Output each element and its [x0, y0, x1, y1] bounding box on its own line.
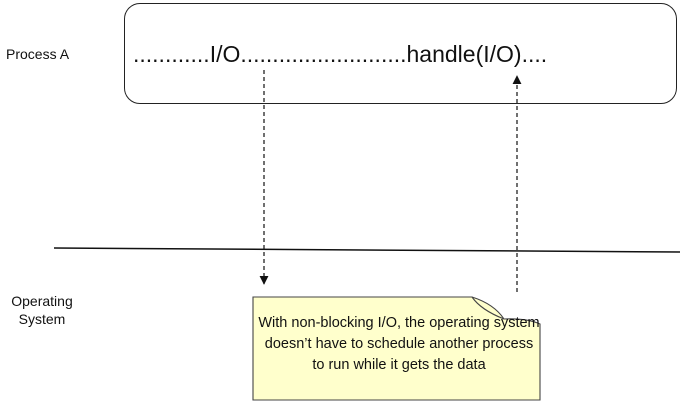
- process-a-box: [124, 3, 677, 104]
- process-a-label: Process A: [6, 46, 70, 62]
- timeline-dots-middle: ..........................: [240, 41, 407, 67]
- process-os-boundary-line: [53, 247, 680, 253]
- process-timeline: ............I/O.........................…: [133, 40, 547, 68]
- timeline-dots-start: ............: [133, 41, 210, 67]
- note-text: With non-blocking I/O, the operating sys…: [258, 315, 540, 373]
- operating-system-label: Operating System: [11, 293, 73, 327]
- note-shape: [252, 296, 541, 401]
- handle-io-label: handle(I/O): [406, 41, 522, 67]
- io-call-label: I/O: [209, 41, 241, 67]
- timeline-dots-end: ....: [521, 41, 548, 67]
